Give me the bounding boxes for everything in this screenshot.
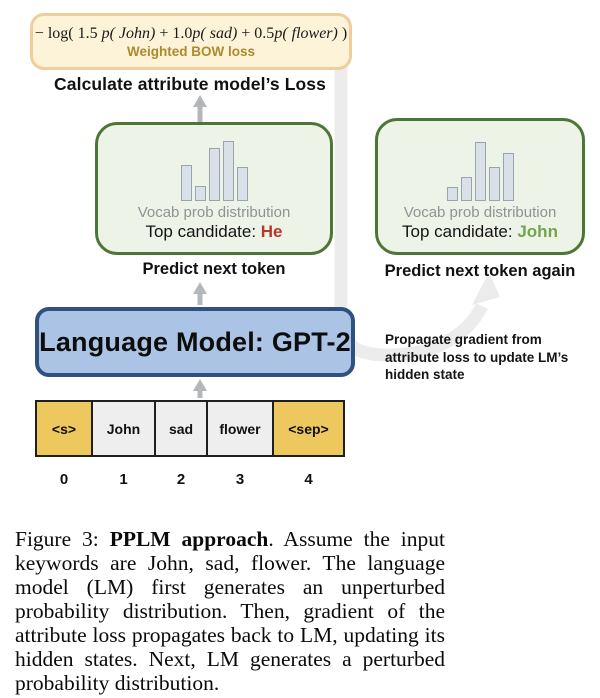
prob-bar	[236, 167, 248, 202]
caption-bold-title: PPLM approach	[109, 527, 269, 551]
formula-part: p( flower)	[274, 24, 338, 42]
prob-bar	[222, 141, 234, 202]
prob-bar	[446, 187, 458, 202]
caption-body: . Assume the input keywords are John, sa…	[15, 527, 445, 695]
top-candidate-line: Top candidate: John	[402, 222, 558, 242]
top-candidate-label: Top candidate:	[402, 221, 518, 241]
formula-part: + 0.5	[237, 24, 275, 42]
vocab-prob-bar-chart	[180, 139, 248, 202]
top-candidate-label: Top candidate:	[145, 221, 261, 241]
weighted-bow-loss-box: − log( 1.5 p( John) + 1.0p( sad) + 0.5p(…	[30, 13, 352, 70]
prob-bar	[460, 177, 472, 202]
token-index: 4	[304, 471, 313, 488]
prob-bar	[488, 167, 500, 202]
arrow-up-icon	[193, 282, 207, 294]
token-sequence: <s> John sad flower <sep>	[35, 400, 345, 457]
token-index: 2	[176, 471, 186, 488]
prob-bar	[474, 142, 486, 202]
prob-bar	[180, 165, 192, 202]
gradient-propagation-note: Propagate gradient from attribute loss t…	[385, 332, 569, 383]
formula-part: − log( 1.5	[34, 24, 102, 42]
token-index-row: 0 1 2 3 4	[35, 471, 345, 488]
vocab-distribution-label: Vocab prob distribution	[137, 204, 291, 222]
token-cell-sep: <sep>	[272, 400, 345, 457]
token-index: 0	[59, 471, 69, 488]
vocab-distribution-label: Vocab prob distribution	[403, 204, 557, 222]
loss-formula: − log( 1.5 p( John) + 1.0p( sad) + 0.5p(…	[35, 25, 347, 43]
predict-next-token-again-label: Predict next token again	[384, 262, 576, 280]
language-model-box: Language Model: GPT-2	[35, 307, 355, 377]
prediction-box-unperturbed: Vocab prob distribution Top candidate: H…	[95, 122, 333, 255]
token-cell-flower: flower	[206, 400, 274, 457]
formula-part: p( John)	[101, 24, 156, 42]
top-candidate-value: John	[517, 221, 558, 241]
arrow-up-icon	[193, 379, 207, 391]
top-candidate-value: He	[260, 221, 283, 241]
formula-part: )	[337, 24, 348, 42]
arrow-up-icon	[193, 95, 207, 107]
figure-caption: Figure 3: PPLM approach. Assume the inpu…	[15, 527, 445, 695]
token-index: 3	[235, 471, 245, 488]
formula-part: + 1.0	[155, 24, 193, 42]
token-cell-john: John	[91, 400, 156, 457]
gradient-flow-arrowhead-icon	[472, 272, 500, 305]
token-index: 1	[119, 471, 128, 488]
language-model-label: Language Model: GPT-2	[39, 326, 351, 357]
vocab-prob-bar-chart	[446, 139, 514, 202]
token-cell-sad: sad	[154, 400, 208, 457]
prob-bar	[194, 186, 206, 202]
calculate-loss-label: Calculate attribute model’s Loss	[54, 74, 326, 94]
top-candidate-line: Top candidate: He	[145, 222, 282, 242]
prob-bar	[502, 153, 514, 202]
weighted-bow-loss-label: Weighted BOW loss	[126, 43, 255, 59]
formula-part: p( sad)	[192, 24, 238, 42]
token-cell-s: <s>	[35, 400, 93, 457]
predict-next-token-label: Predict next token	[142, 260, 286, 278]
caption-prefix: Figure 3:	[15, 527, 110, 551]
prediction-box-perturbed: Vocab prob distribution Top candidate: J…	[375, 118, 585, 255]
prob-bar	[208, 148, 220, 202]
